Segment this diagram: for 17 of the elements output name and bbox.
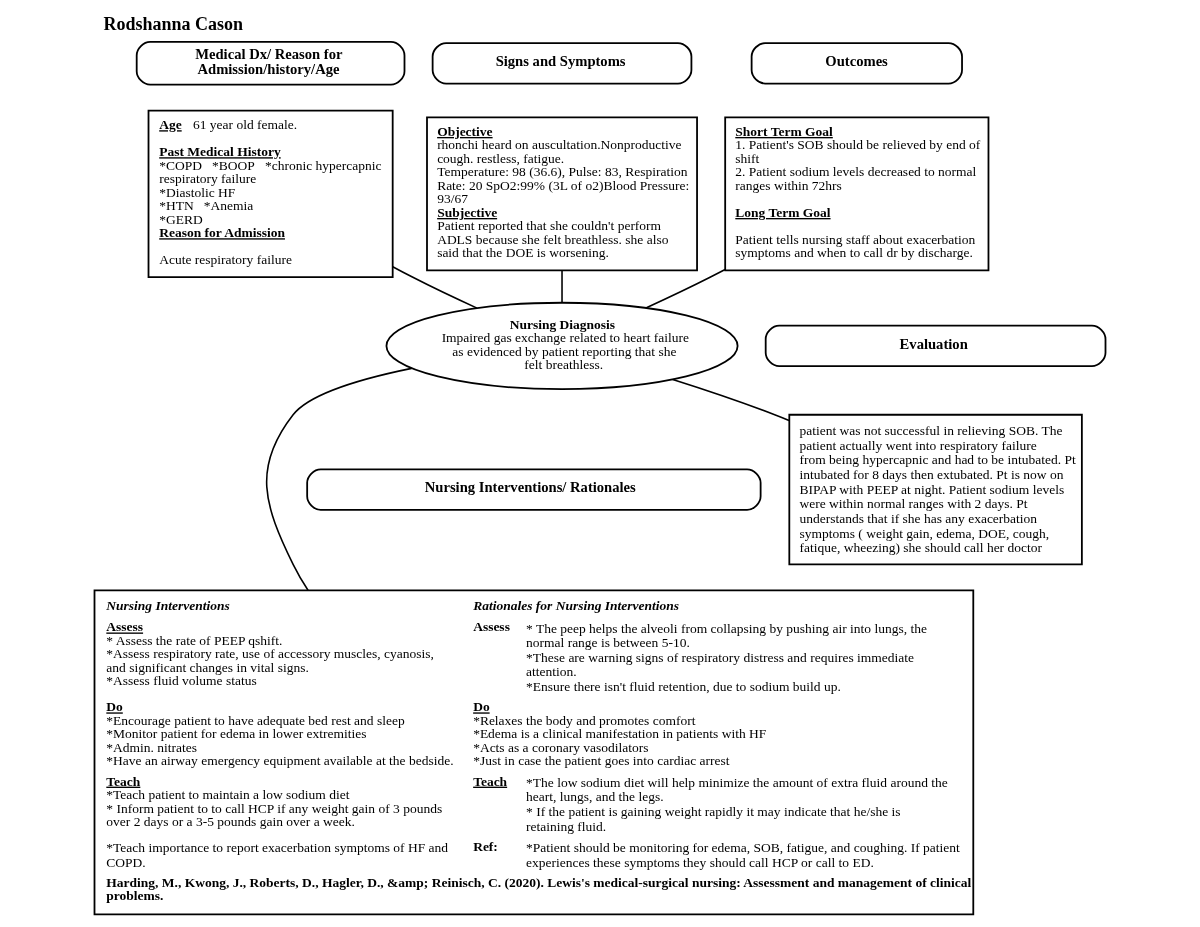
node-box: Outcomes xyxy=(750,42,963,85)
diagram-title: Rodshanna Cason xyxy=(103,14,244,35)
node-box: Nursing Interventions Rationales for Nursing Interventions Assess * Assess the rate of PEEP qshift. *Assess respiratory rate, use of accessory muscles, cyanosis, and significant changes in vital signs. *Assess fluid volume status Assess * The peep helps the alveoli from collapsing by pushing air into lungs, the normal range is between 5-10. *These are warning signs of respiratory distress and requires immediate attention. *Ensure there isn't fluid retention, due to sodium build up. Do *Encourage patient to have adequate bed rest and sleep *Monitor patient for edema in lower extremities *Admin. nitrates *Have an airway emergency equipment available at the bedside. Do *Relaxes the body and promotes comfort *Edema is a clinical manifestation in patients with HF *Acts as a coronary vasodilators *Just in case the patient goes into cardiac arrest Teach *Teach patient to maintain a low sodium diet * Inform patient to to call HCP if any weight gain of 3 pounds over 2 days or a 3-5 pounds gain over a week. Teach *The low sodium diet will help minimize the amount of extra fluid around the heart, lungs, and the legs. * If the patient is gaining weight rapidly it may indicate that he/she is retaining fluid. *Teach importance to report exacerbation symptoms of HF and COPD. Ref: *Patient should be monitoring for edema, SOB, fatigue, and coughing. If patient experiences these symptoms they should call HCP or call to ED. Harding, M., Kwong, J., Roberts, D., Hagler, D., &amp; Reinisch, C. (2020). Lewis's medical-surgical nursing: Assessment and management of clinical problems. xyxy=(93,589,975,916)
connector xyxy=(266,367,413,591)
node-box: Medical Dx/ Reason for Admission/history/Age xyxy=(135,41,406,86)
node-box: patient was not successful in relieving SOB. The patient actually went into respiratory failure from being hypercapnic and had to be intubated. Pt intubated for 8 days then extubated. Pt is now on BIPAP with PEEP at night. Patient sodium levels were within normal ranges with 2 days. Pt understands that if she has any exacerbation symptoms ( weight gain, edema, DOE, cough, fatique, wheezing) she should call her doctor xyxy=(788,413,1083,566)
node-box: Nursing Interventions/ Rationales xyxy=(306,468,762,511)
connector xyxy=(561,269,563,304)
node-ellipse: Nursing Diagnosis Impaired gas exchange related to heart failure as evidenced by patient reporting that she felt breathless. xyxy=(385,301,739,390)
connector xyxy=(671,378,790,422)
connector xyxy=(645,268,726,309)
node-box: Signs and Symptoms xyxy=(431,42,693,85)
connector xyxy=(391,265,478,309)
node-box: Age 61 year old female. Past Medical History *COPD *BOOP *chronic hypercapnic respiratory failure *Diastolic HF *HTN *Anemia *GERD Reason for Admission Acute respiratory failure xyxy=(147,109,394,278)
node-box: Objective rhonchi heard on auscultation.Nonproductive cough. restless, fatigue. Temperature: 98 (36.6), Pulse: 83, Respiration Rate: 20 SpO2:99% (3L of o2)Blood Pressure: 93/67 Subjective Patient reported that she couldn't perform ADLS because she felt breathless. she also said that the DOE is worsening. xyxy=(426,116,698,272)
node-box: Evaluation xyxy=(764,324,1107,368)
node-box: Short Term Goal 1. Patient's SOB should be relieved by end of shift 2. Patient sodium levels decreased to normal ranges within 72hrs Long Term Goal Patient tells nursing staff about exacerbation symptoms and when to call dr by discharge. xyxy=(724,116,990,272)
